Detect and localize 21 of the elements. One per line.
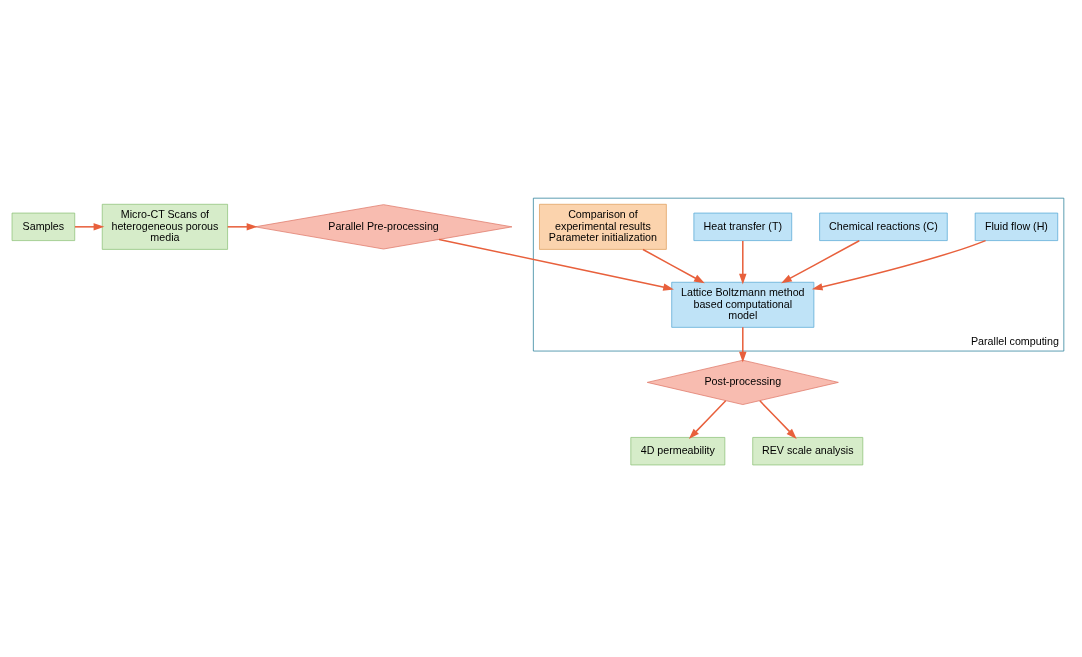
arrow (688, 400, 727, 439)
arrow (642, 248, 705, 284)
arrow (739, 326, 747, 363)
arrow (759, 400, 797, 439)
arrow (781, 239, 861, 284)
arrow (811, 239, 987, 291)
node-box: Lattice Boltzmann method based computational model (671, 281, 815, 328)
node-box: Heat transfer (T) (693, 212, 793, 241)
arrow (438, 238, 674, 291)
node-box: 4D permeability (630, 437, 726, 466)
node-box: Samples (11, 212, 76, 241)
node-box: Fluid flow (H) (974, 212, 1059, 241)
node-box: REV scale analysis (752, 437, 864, 466)
node-diamond: Post-processing (646, 359, 839, 405)
node-box: Comparison of experimental results Parameter initialization (539, 203, 667, 250)
arrow (739, 240, 747, 285)
node-diamond: Parallel Pre-processing (254, 204, 513, 250)
node-box: Chemical reactions (C) (819, 212, 948, 241)
arrow (226, 223, 258, 231)
arrow (74, 223, 105, 231)
node-box: Micro-CT Scans of heterogeneous porous media (101, 203, 228, 250)
